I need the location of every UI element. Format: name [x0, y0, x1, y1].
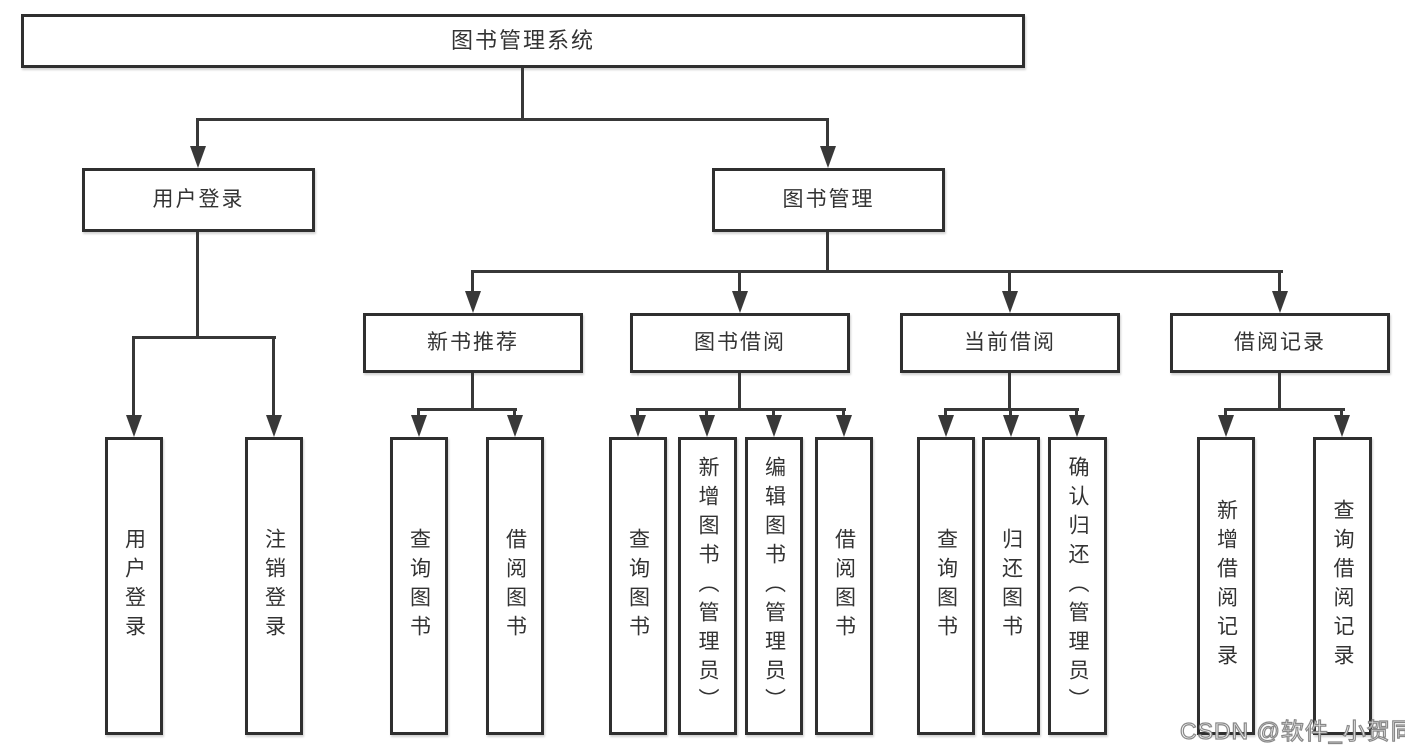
- node-library-system: 图书管理系统: [21, 14, 1025, 68]
- leaf-logout-label: 注销登录: [262, 528, 286, 644]
- node-new-book-recommend: 新书推荐: [363, 313, 583, 373]
- leaf-borrow-add-books-admin-label: 新增图书（管理员）: [696, 455, 719, 717]
- arrowhead-icon: [465, 291, 481, 313]
- arrowhead-icon: [1334, 415, 1350, 437]
- leaf-recommend-query-books-label: 查询图书: [407, 528, 431, 644]
- connector-line: [521, 68, 524, 121]
- leaf-current-query-books-label: 查询图书: [934, 528, 958, 644]
- arrowhead-icon: [820, 146, 836, 168]
- leaf-borrow-add-books-admin: 新增图书（管理员）: [678, 437, 737, 735]
- csdn-watermark: CSDN @软件_小贺同学: [1179, 717, 1405, 744]
- arrowhead-icon: [836, 415, 852, 437]
- node-new-book-recommend-label: 新书推荐: [427, 331, 519, 355]
- connector-line: [842, 408, 845, 420]
- connector-line: [826, 118, 829, 148]
- leaf-current-confirm-return-admin: 确认归还（管理员）: [1048, 437, 1107, 735]
- leaf-recommend-borrow-books-label: 借阅图书: [503, 528, 527, 644]
- connector-line: [196, 118, 199, 148]
- arrowhead-icon: [411, 415, 427, 437]
- leaf-borrow-edit-books-admin: 编辑图书（管理员）: [745, 437, 803, 735]
- leaf-borrow-query-books-label: 查询图书: [626, 528, 650, 644]
- connector-line: [1278, 270, 1281, 293]
- connector-line: [636, 408, 639, 420]
- node-current-borrow: 当前借阅: [900, 313, 1120, 373]
- arrowhead-icon: [126, 415, 142, 437]
- leaf-user-login-label: 用户登录: [122, 528, 146, 644]
- arrowhead-icon: [507, 415, 523, 437]
- connector-line: [272, 336, 275, 417]
- connector-line: [132, 336, 276, 339]
- leaf-add-borrow-record: 新增借阅记录: [1197, 437, 1255, 735]
- leaf-user-login: 用户登录: [105, 437, 163, 735]
- connector-line: [944, 408, 947, 420]
- connector-line: [826, 232, 829, 273]
- arrowhead-icon: [699, 415, 715, 437]
- leaf-borrow-borrow-books: 借阅图书: [815, 437, 873, 735]
- arrowhead-icon: [1002, 291, 1018, 313]
- connector-line: [738, 373, 741, 411]
- arrowhead-icon: [190, 146, 206, 168]
- node-book-management-label: 图书管理: [782, 188, 875, 212]
- connector-line: [705, 408, 708, 420]
- connector-line: [1075, 408, 1078, 420]
- arrowhead-icon: [266, 415, 282, 437]
- node-current-borrow-label: 当前借阅: [964, 331, 1056, 355]
- leaf-add-borrow-record-label: 新增借阅记录: [1214, 499, 1238, 673]
- leaf-query-borrow-record-label: 查询借阅记录: [1331, 499, 1354, 673]
- node-book-borrow: 图书借阅: [630, 313, 850, 373]
- connector-line: [772, 408, 775, 420]
- connector-line: [417, 408, 420, 420]
- arrowhead-icon: [1272, 291, 1288, 313]
- connector-line: [471, 270, 1283, 273]
- node-borrow-records-label: 借阅记录: [1234, 331, 1326, 355]
- connector-line: [1340, 408, 1343, 420]
- leaf-current-return-books: 归还图书: [982, 437, 1040, 735]
- connector-line: [1278, 373, 1281, 411]
- arrowhead-icon: [630, 415, 646, 437]
- connector-line: [132, 336, 135, 417]
- arrowhead-icon: [732, 291, 748, 313]
- connector-line: [196, 232, 199, 339]
- node-borrow-records: 借阅记录: [1170, 313, 1390, 373]
- leaf-borrow-edit-books-admin-label: 编辑图书（管理员）: [762, 455, 786, 717]
- node-user-login-label: 用户登录: [152, 188, 245, 212]
- leaf-recommend-query-books: 查询图书: [390, 437, 448, 735]
- connector-line: [471, 373, 474, 411]
- connector-line: [1009, 408, 1012, 420]
- node-user-login: 用户登录: [82, 168, 315, 232]
- arrowhead-icon: [1069, 415, 1085, 437]
- node-library-system-label: 图书管理系统: [450, 27, 595, 53]
- connector-line: [738, 270, 741, 293]
- leaf-borrow-query-books: 查询图书: [609, 437, 667, 735]
- arrowhead-icon: [766, 415, 782, 437]
- leaf-recommend-borrow-books: 借阅图书: [486, 437, 544, 735]
- leaf-logout: 注销登录: [245, 437, 303, 735]
- leaf-current-confirm-return-admin-label: 确认归还（管理员）: [1066, 455, 1089, 717]
- leaf-current-return-books-label: 归还图书: [999, 528, 1023, 644]
- connector-line: [636, 408, 846, 411]
- leaf-borrow-borrow-books-label: 借阅图书: [832, 528, 856, 644]
- node-book-borrow-label: 图书借阅: [694, 331, 786, 355]
- node-book-management: 图书管理: [712, 168, 945, 232]
- connector-line: [1224, 408, 1345, 411]
- arrowhead-icon: [938, 415, 954, 437]
- connector-line: [471, 270, 474, 293]
- arrowhead-icon: [1218, 415, 1234, 437]
- connector-line: [1008, 373, 1011, 411]
- connector-line: [1224, 408, 1227, 420]
- leaf-query-borrow-record: 查询借阅记录: [1313, 437, 1372, 735]
- arrowhead-icon: [1003, 415, 1019, 437]
- connector-line: [196, 118, 829, 121]
- connector-line: [513, 408, 516, 420]
- connector-line: [1008, 270, 1011, 293]
- leaf-current-query-books: 查询图书: [917, 437, 975, 735]
- connector-line: [417, 408, 517, 411]
